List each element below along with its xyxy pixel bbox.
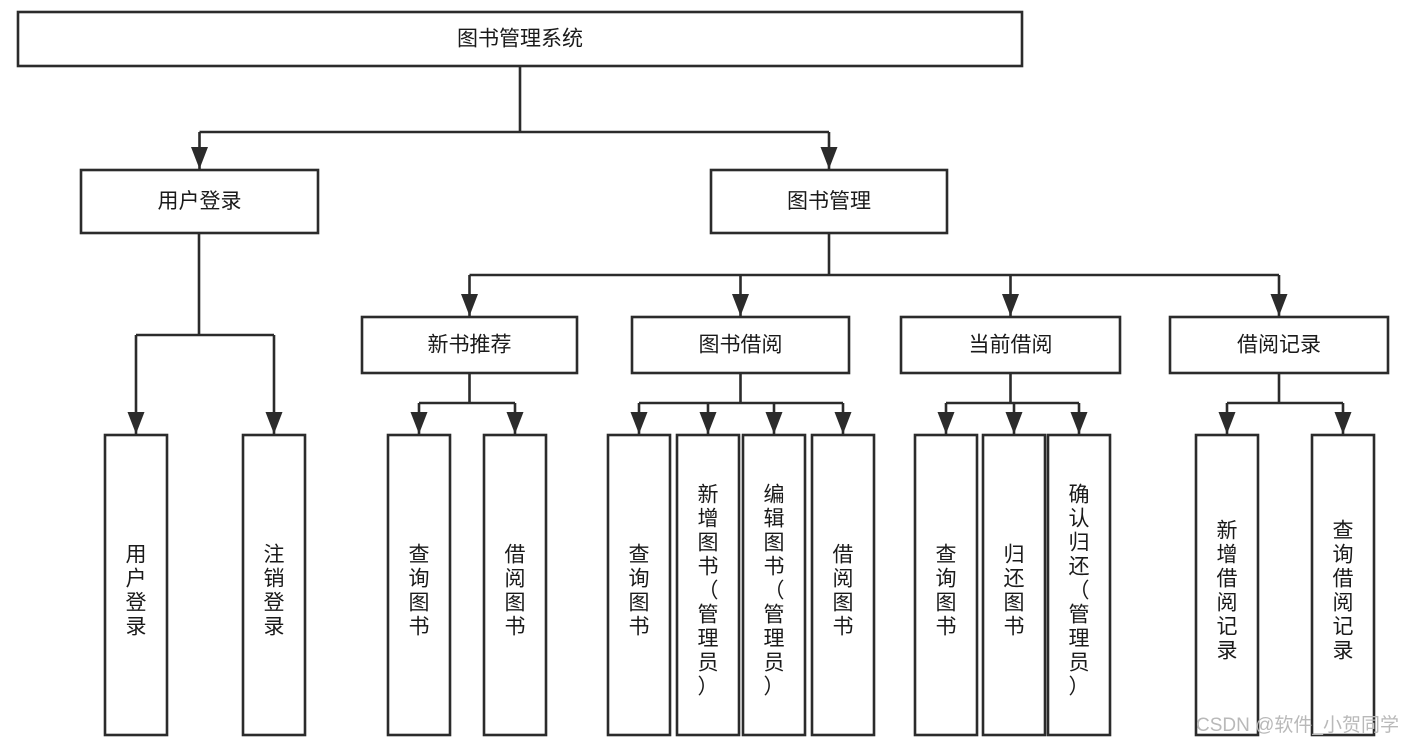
nodes-layer: 图书管理系统用户登录图书管理新书推荐图书借阅当前借阅借阅记录用户登录注销登录查询… [16, 10, 1390, 737]
function-node-leaf-borrow-book-2-label: 借阅图书 [833, 543, 854, 638]
function-node-leaf-add-book-label: 新增图书（管理员） [698, 483, 719, 698]
function-node-leaf-user-login[interactable]: 用户登录 [103, 433, 169, 737]
submodule-node-borrow-record-box[interactable] [1168, 315, 1390, 375]
function-node-leaf-borrow-book-1-label: 借阅图书 [505, 543, 526, 638]
function-node-leaf-edit-book[interactable]: 编辑图书（管理员） [741, 433, 807, 737]
root-node-book-management-system[interactable]: 图书管理系统 [16, 10, 1024, 68]
arrow-head-icon [191, 147, 208, 169]
function-node-leaf-query-book-1-box[interactable] [386, 433, 452, 737]
function-node-leaf-add-book[interactable]: 新增图书（管理员） [675, 433, 741, 737]
function-node-leaf-return-book-box[interactable] [981, 433, 1047, 737]
function-node-leaf-query-book-1[interactable]: 查询图书 [386, 433, 452, 737]
submodule-node-book-borrow-label: 图书借阅 [699, 334, 783, 357]
function-node-leaf-add-record-box[interactable] [1194, 433, 1260, 737]
function-node-leaf-add-book-box[interactable] [675, 433, 741, 737]
function-node-leaf-user-logout[interactable]: 注销登录 [241, 433, 307, 737]
function-node-leaf-user-logout-box[interactable] [241, 433, 307, 737]
submodule-node-new-book-recommend-box[interactable] [360, 315, 579, 375]
module-node-book-management-box[interactable] [709, 168, 949, 235]
function-node-leaf-query-book-3-label: 查询图书 [936, 543, 957, 638]
function-node-leaf-query-record-label: 查询借阅记录 [1333, 519, 1354, 662]
function-node-leaf-borrow-book-1[interactable]: 借阅图书 [482, 433, 548, 737]
function-node-leaf-confirm-return-label: 确认归还（管理员） [1069, 483, 1090, 698]
submodule-node-current-borrow[interactable]: 当前借阅 [899, 315, 1122, 375]
module-node-book-management[interactable]: 图书管理 [709, 168, 949, 235]
arrow-head-icon [820, 147, 838, 169]
function-node-leaf-return-book-label: 归还图书 [1004, 543, 1025, 638]
submodule-node-new-book-recommend[interactable]: 新书推荐 [360, 315, 579, 375]
submodule-node-borrow-record-label: 借阅记录 [1237, 334, 1321, 357]
submodule-node-new-book-recommend-label: 新书推荐 [428, 334, 512, 357]
arrow-head-icon [937, 412, 955, 434]
function-node-leaf-user-login-label: 用户登录 [126, 543, 147, 638]
function-node-leaf-borrow-book-1-box[interactable] [482, 433, 548, 737]
function-node-leaf-return-book[interactable]: 归还图书 [981, 433, 1047, 737]
function-node-leaf-query-book-2-box[interactable] [606, 433, 672, 737]
root-node-book-management-system-label: 图书管理系统 [457, 28, 583, 51]
submodule-node-book-borrow-box[interactable] [630, 315, 851, 375]
arrow-head-icon [630, 412, 648, 434]
submodule-node-borrow-record[interactable]: 借阅记录 [1168, 315, 1390, 375]
arrow-head-icon [1005, 412, 1023, 434]
submodule-node-current-borrow-box[interactable] [899, 315, 1122, 375]
function-node-leaf-confirm-return-box[interactable] [1046, 433, 1112, 737]
module-node-user-login-box[interactable] [79, 168, 320, 235]
arrow-head-icon [1334, 412, 1352, 434]
arrow-head-icon [410, 412, 428, 434]
module-node-user-login[interactable]: 用户登录 [79, 168, 320, 235]
arrow-head-icon [699, 412, 717, 434]
arrow-head-icon [834, 412, 852, 434]
function-node-leaf-borrow-book-2[interactable]: 借阅图书 [810, 433, 876, 737]
arrow-head-icon [732, 294, 749, 316]
module-node-book-management-label: 图书管理 [787, 190, 871, 213]
arrow-head-icon [1218, 412, 1236, 434]
csdn-watermark: CSDN @软件_小贺同学 [1196, 714, 1399, 736]
arrow-head-icon [1270, 294, 1288, 316]
function-node-leaf-edit-book-box[interactable] [741, 433, 807, 737]
function-node-leaf-edit-book-label: 编辑图书（管理员） [764, 483, 785, 698]
function-node-leaf-query-book-3-box[interactable] [913, 433, 979, 737]
arrow-head-icon [461, 294, 478, 316]
arrow-head-icon [127, 412, 145, 434]
function-node-leaf-confirm-return[interactable]: 确认归还（管理员） [1046, 433, 1112, 737]
submodule-node-current-borrow-label: 当前借阅 [969, 334, 1053, 357]
function-node-leaf-query-record-box[interactable] [1310, 433, 1376, 737]
function-node-leaf-borrow-book-2-box[interactable] [810, 433, 876, 737]
submodule-node-book-borrow[interactable]: 图书借阅 [630, 315, 851, 375]
function-node-leaf-query-record[interactable]: 查询借阅记录 [1310, 433, 1376, 737]
function-node-leaf-query-book-2-label: 查询图书 [629, 543, 650, 638]
function-node-leaf-query-book-2[interactable]: 查询图书 [606, 433, 672, 737]
function-node-leaf-query-book-3[interactable]: 查询图书 [913, 433, 979, 737]
arrow-head-icon [765, 412, 783, 434]
function-node-leaf-user-login-box[interactable] [103, 433, 169, 737]
function-node-leaf-user-logout-label: 注销登录 [264, 543, 285, 638]
arrow-head-icon [265, 412, 283, 434]
arrow-head-icon [506, 412, 524, 434]
connectors-layer [127, 66, 1352, 434]
function-node-leaf-add-record-label: 新增借阅记录 [1217, 519, 1238, 662]
function-node-leaf-add-record[interactable]: 新增借阅记录 [1194, 433, 1260, 737]
module-node-user-login-label: 用户登录 [158, 190, 242, 213]
arrow-head-icon [1070, 412, 1088, 434]
function-node-leaf-query-book-1-label: 查询图书 [409, 543, 430, 638]
root-node-book-management-system-box[interactable] [16, 10, 1024, 68]
arrow-head-icon [1002, 294, 1019, 316]
